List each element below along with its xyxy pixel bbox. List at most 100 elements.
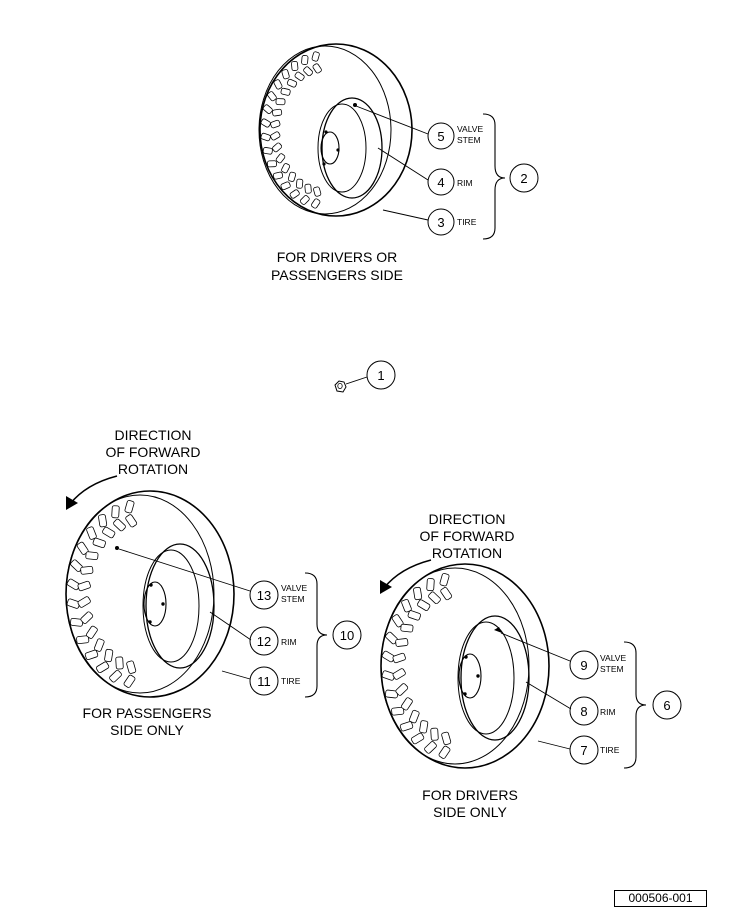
- tread-lug: [80, 565, 94, 575]
- tread-lug: [275, 98, 286, 106]
- left-wheel-rim: [142, 543, 215, 669]
- callout-label-line1: VALVE: [600, 653, 626, 663]
- tread-lug: [275, 153, 286, 164]
- tread-lug: [395, 683, 409, 696]
- tread-lug: [115, 656, 124, 670]
- callout-7: 7 TIRE: [569, 735, 620, 765]
- tread-lug: [419, 720, 429, 734]
- callout-number: 7: [580, 743, 587, 758]
- callout-label-line2: STEM: [457, 135, 481, 145]
- tread-lug: [440, 587, 453, 601]
- tread-lug: [124, 500, 135, 514]
- tread-lug: [267, 91, 277, 102]
- callout-number: 9: [580, 658, 587, 673]
- right-rotation-arrowhead: [380, 580, 392, 594]
- callout-number: 4: [437, 175, 444, 190]
- tread-lug: [311, 198, 321, 209]
- tread-lug: [280, 87, 291, 96]
- top-wheel-caption-line1: FOR DRIVERS OR: [277, 249, 398, 265]
- callout-label-line1: RIM: [457, 178, 473, 188]
- tread-lug: [391, 706, 405, 716]
- tread-lug: [281, 69, 290, 80]
- tread-lug: [289, 189, 300, 199]
- tread-lug: [96, 661, 110, 674]
- tread-lug: [287, 171, 297, 182]
- left-wheel-group: DIRECTION OF FORWARD ROTATION FOR PASSEN…: [65, 427, 362, 738]
- tread-lug: [409, 709, 420, 724]
- left-caption-line1: FOR PASSENGERS: [83, 705, 212, 721]
- tread-lug: [125, 514, 138, 528]
- tread-lug: [407, 610, 421, 621]
- tread-lug: [395, 638, 409, 647]
- tread-lug: [262, 147, 273, 155]
- right-assembly-bracket: [623, 641, 647, 769]
- tread-lug: [260, 118, 271, 128]
- tread-lug: [104, 648, 114, 663]
- callout-number: 11: [257, 674, 271, 689]
- top-assembly-bracket: [482, 113, 506, 240]
- tread-lug: [441, 731, 452, 746]
- callout-label-line1: VALVE: [457, 124, 483, 134]
- callout-number: 6: [663, 698, 670, 713]
- tread-lug: [272, 171, 284, 180]
- callout-9: 9 VALVE STEM: [569, 650, 626, 680]
- tread-lug: [439, 573, 450, 587]
- callout-label-line1: TIRE: [457, 217, 477, 227]
- right-direction-line1: DIRECTION: [429, 511, 506, 527]
- tread-lug: [102, 526, 116, 539]
- callout-label-line1: RIM: [281, 637, 297, 647]
- right-wheel-group: DIRECTION OF FORWARD ROTATION FOR DRIVER…: [380, 511, 682, 820]
- left-caption-line2: SIDE ONLY: [110, 722, 184, 738]
- tread-lug: [313, 186, 322, 197]
- tread-lug: [304, 183, 312, 194]
- callout-label-line1: TIRE: [281, 676, 301, 686]
- left-direction-line3: ROTATION: [118, 461, 188, 477]
- tread-lug: [400, 623, 414, 633]
- tread-lug: [109, 669, 122, 683]
- figure-id-label: 000506-001: [614, 890, 707, 907]
- left-wheel-tire: [65, 490, 235, 698]
- tread-lug: [262, 104, 273, 114]
- tread-lug: [85, 551, 99, 561]
- top-wheel-rim: [317, 97, 383, 199]
- callout-3: 3 TIRE: [427, 208, 477, 236]
- callout-label-line1: VALVE: [281, 583, 307, 593]
- tread-lug: [267, 160, 277, 168]
- callout-4: 4 RIM: [427, 168, 473, 196]
- callout-label-line1: RIM: [600, 707, 616, 717]
- tread-lug: [295, 178, 304, 189]
- callout-1: 1: [366, 360, 396, 390]
- tread-lug: [272, 142, 283, 153]
- callout-number: 5: [437, 129, 444, 144]
- tread-lug: [311, 51, 320, 62]
- callout-6: 6: [652, 690, 682, 720]
- tread-lug: [392, 668, 406, 680]
- tread-lug: [417, 599, 431, 611]
- tread-lug: [77, 580, 91, 592]
- tread-lug: [294, 71, 305, 81]
- tread-lug: [291, 61, 299, 71]
- tread-lug: [392, 652, 406, 664]
- callout-label-line1: TIRE: [600, 745, 620, 755]
- tread-lug: [270, 131, 281, 141]
- top-wheel-group: FOR DRIVERS OR PASSENGERS SIDE 5 VALVE S…: [258, 43, 539, 283]
- left-assembly-bracket: [304, 572, 328, 698]
- callout-number: 3: [437, 215, 444, 230]
- top-wheel-tire: [258, 43, 413, 217]
- right-rotation-arrow: [383, 559, 432, 589]
- tread-lug: [126, 660, 137, 674]
- callout-10: 10: [332, 620, 362, 650]
- left-direction-line2: OF FORWARD: [106, 444, 201, 460]
- tread-lug: [111, 505, 120, 519]
- right-wheel-rim: [457, 615, 530, 741]
- left-direction-line1: DIRECTION: [115, 427, 192, 443]
- tread-lug: [303, 66, 313, 77]
- tread-lug: [411, 732, 425, 745]
- tread-lug: [299, 195, 310, 205]
- callout-label-line2: STEM: [281, 594, 305, 604]
- tread-lug: [77, 596, 91, 608]
- right-wheel-tire: [380, 563, 550, 769]
- tread-lug: [86, 526, 97, 540]
- right-caption-line1: FOR DRIVERS: [422, 787, 518, 803]
- tread-lug: [70, 617, 84, 627]
